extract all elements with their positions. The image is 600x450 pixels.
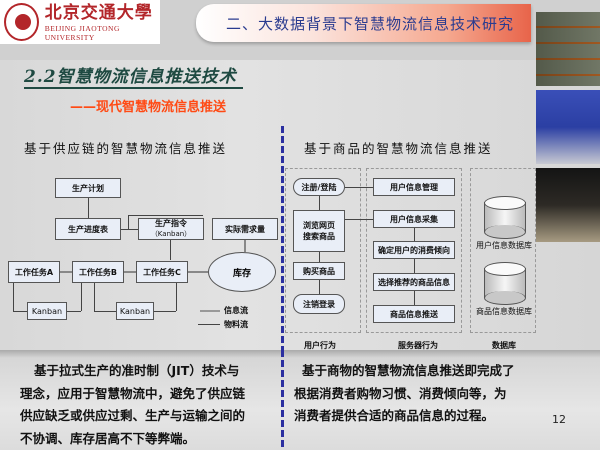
column-divider-lower <box>281 350 284 450</box>
connector <box>13 283 14 311</box>
server-behavior-group <box>366 168 462 333</box>
connector <box>128 215 203 216</box>
user-database-icon <box>484 196 526 239</box>
goods-database-label: 商品信息数据库 <box>476 307 532 316</box>
logo-chinese-name: 北京交通大學 <box>44 3 153 23</box>
database-group <box>470 168 536 333</box>
header-banner: 二、大数据背景下智慧物流信息技术研究 <box>196 4 531 42</box>
logo-english-name: BEIJING JIAOTONG UNIVERSITY <box>44 24 120 42</box>
box-kanban-2: Kanban <box>116 302 154 320</box>
warehouse-racks-image <box>536 90 600 164</box>
info-flow-arrow <box>124 271 136 273</box>
box-select-recommended-goods: 选择推荐的商品信息 <box>373 273 455 291</box>
ellipse-inventory: 库存 <box>208 252 276 292</box>
user-database-label: 用户信息数据库 <box>476 241 532 250</box>
box-buy-goods: 购买商品 <box>293 262 345 280</box>
box-production-plan: 生产计划 <box>55 178 121 198</box>
connector <box>176 283 177 311</box>
info-flow-arrow <box>188 271 208 273</box>
info-flow-arrow <box>60 271 72 273</box>
university-seal-icon <box>4 3 39 41</box>
section-subtitle: ——现代智慧物流信息推送 <box>70 100 227 115</box>
box-register-login: 注册/登陆 <box>293 178 345 196</box>
university-logo: 北京交通大學 BEIJING JIAOTONG UNIVERSITY <box>0 0 160 44</box>
box-task-b: 工作任务B <box>72 261 124 283</box>
box-actual-demand: 实际需求量 <box>212 218 278 240</box>
connector <box>94 311 116 312</box>
left-description: 基于拉式生产的准时制（JIT）技术与 理念，应用于智慧物流中，避免了供应链 供应… <box>20 363 246 446</box>
connector <box>13 311 27 312</box>
connector <box>414 259 415 273</box>
connector <box>319 252 320 262</box>
info-flow-legend-arrow-icon <box>200 310 220 312</box>
left-column-heading: 基于供应链的智慧物流信息推送 <box>24 141 228 156</box>
info-flow-arrow <box>244 240 246 252</box>
page-number: 12 <box>552 413 566 426</box>
connector <box>94 283 95 311</box>
connector <box>121 229 138 230</box>
box-production-schedule: 生产进度表 <box>55 218 121 240</box>
legend-material-flow: 物料流 <box>224 320 248 329</box>
goods-database-icon <box>484 262 526 305</box>
connector <box>128 215 129 229</box>
connector <box>345 187 373 188</box>
box-task-c: 工作任务C <box>136 261 188 283</box>
box-determine-consumption-tendency: 确定用户的消费倾向 <box>373 241 455 259</box>
box-user-info-management: 用户信息管理 <box>373 178 455 196</box>
user-behavior-group <box>285 168 361 333</box>
connector <box>67 311 81 312</box>
warehouse-photo-strip <box>536 12 600 248</box>
connector <box>345 219 373 220</box>
connector <box>154 311 176 312</box>
warehouse-shelves-image <box>536 12 600 86</box>
connector <box>81 283 82 311</box>
header-title: 二、大数据背景下智慧物流信息技术研究 <box>226 14 515 33</box>
box-production-order: 生产指令 （Kanban） <box>138 218 204 240</box>
connector <box>414 291 415 305</box>
material-flow-legend-arrow-icon <box>198 324 220 325</box>
warehouse-interior-image <box>536 168 600 242</box>
database-label: 数据库 <box>492 341 516 350</box>
connector <box>319 280 320 294</box>
box-logout: 注销登录 <box>293 294 345 314</box>
section-title: 2.2智慧物流信息推送技术 <box>24 62 243 89</box>
connector <box>319 196 320 210</box>
bottom-text-band <box>0 350 600 450</box>
box-goods-info-push: 商品信息推送 <box>373 305 455 323</box>
connector <box>414 228 415 241</box>
connector <box>170 240 171 260</box>
right-description: 基于商物的智慧物流信息推送即完成了 根据消费者购物习惯、消费倾向等，为 消费者提… <box>294 363 515 423</box>
box-task-a: 工作任务A <box>8 261 60 283</box>
user-behavior-label: 用户行为 <box>304 341 336 350</box>
server-behavior-label: 服务器行为 <box>398 341 438 350</box>
box-browse-search: 浏览网页 搜索商品 <box>293 210 345 252</box>
column-divider <box>281 126 284 450</box>
box-user-info-collection: 用户信息采集 <box>373 210 455 228</box>
right-column-heading: 基于商品的智慧物流信息推送 <box>304 141 493 156</box>
legend-info-flow: 信息流 <box>224 306 248 315</box>
connector <box>88 198 89 218</box>
box-kanban-1: Kanban <box>27 302 67 320</box>
